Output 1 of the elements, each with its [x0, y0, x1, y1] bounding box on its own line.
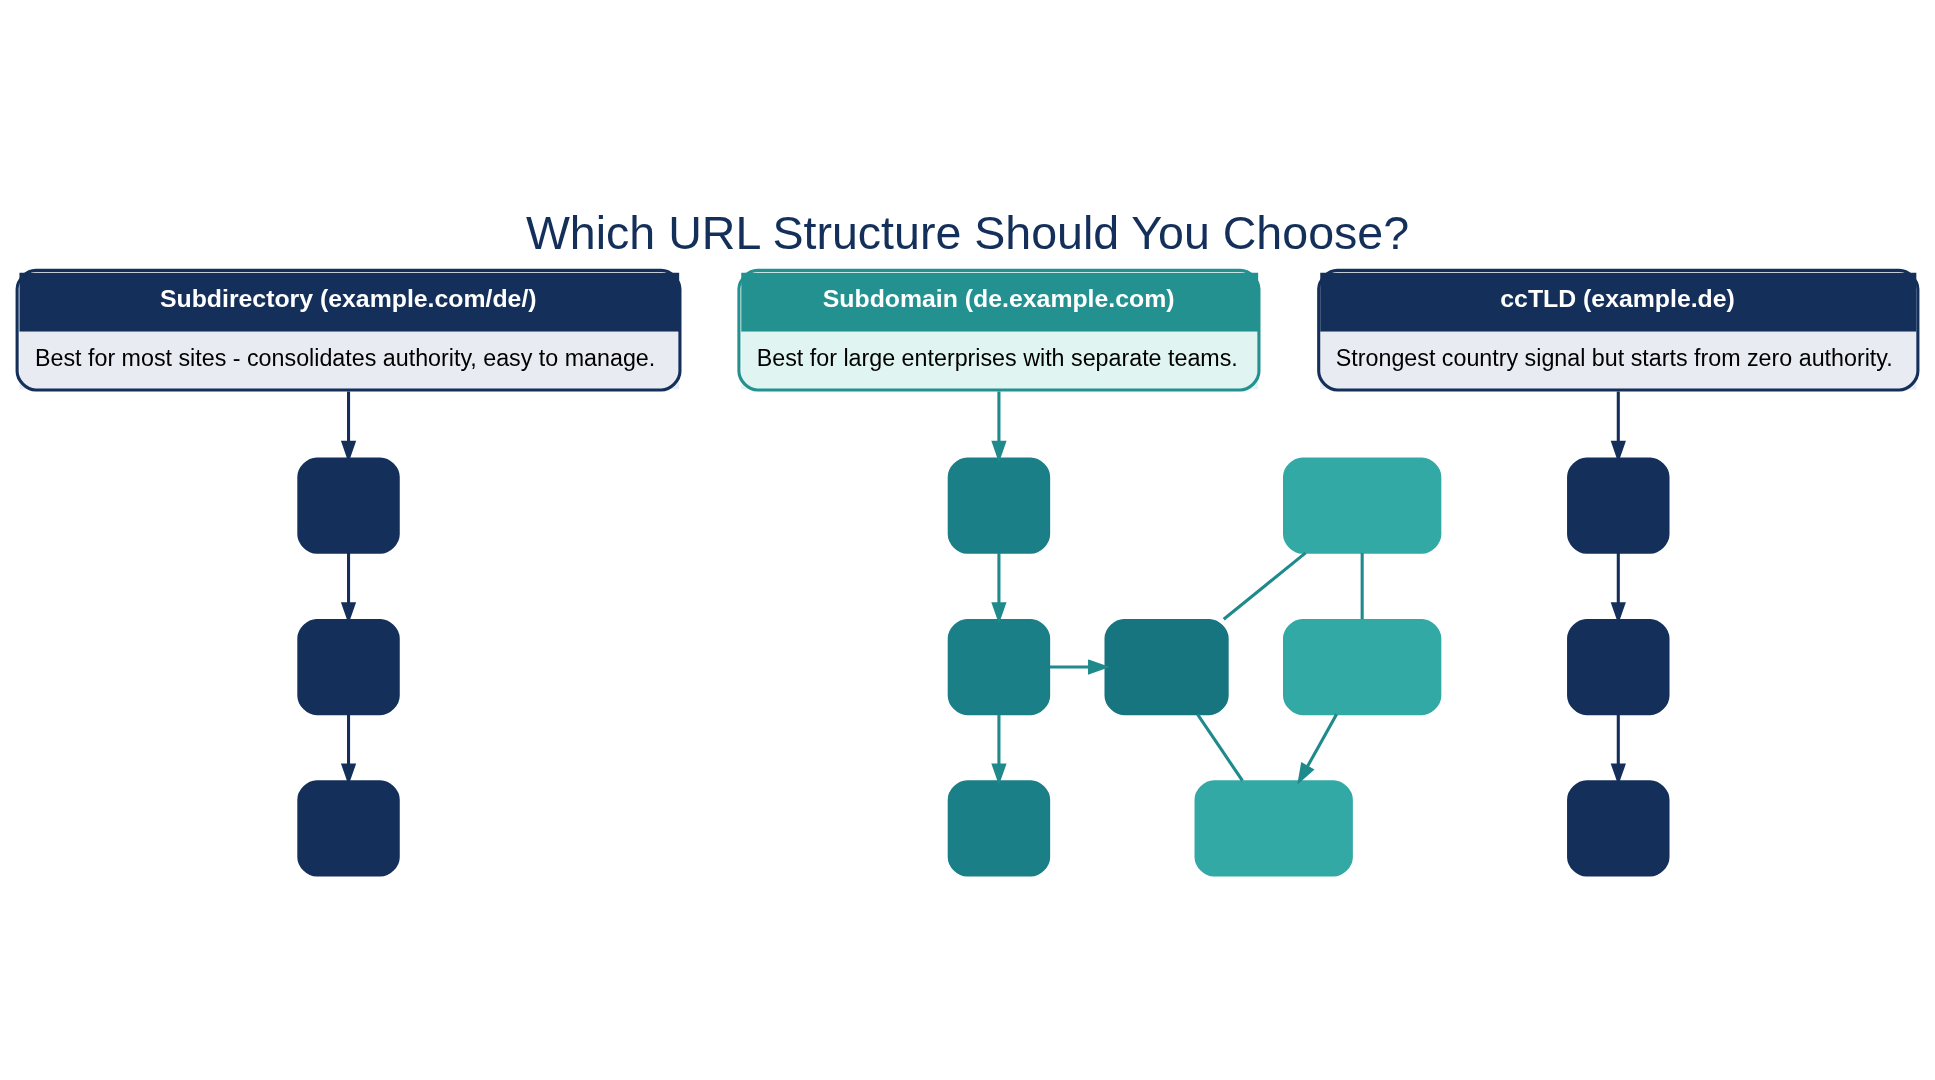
- diagram-title: Which URL Structure Should You Choose?: [525, 206, 1410, 259]
